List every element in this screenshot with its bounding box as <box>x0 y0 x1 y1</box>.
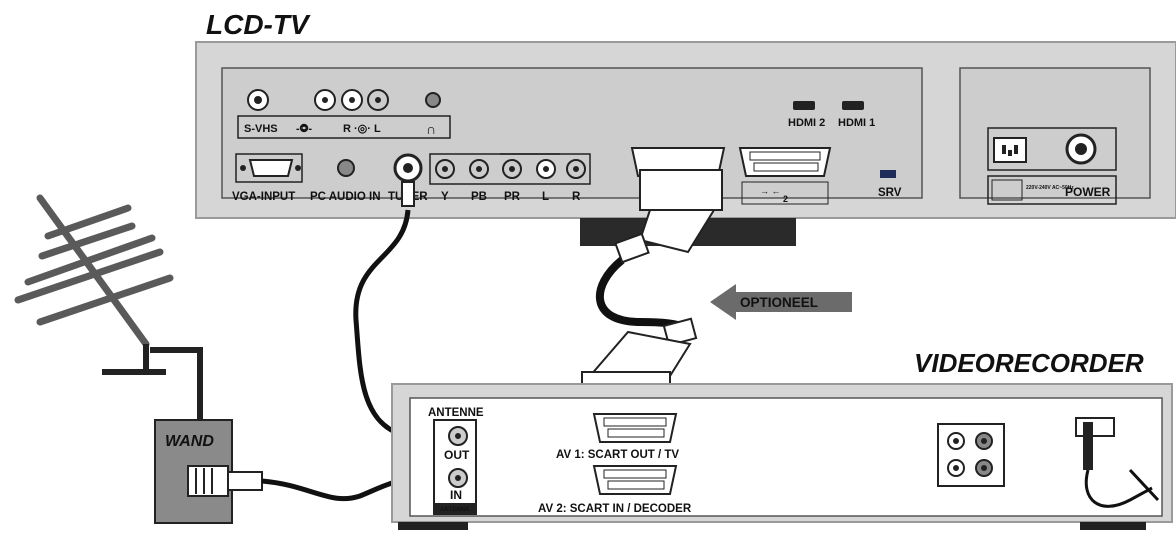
video-in-icon: -⭗- <box>296 123 312 135</box>
vcr-power-cord <box>1075 417 1160 508</box>
top-connector-frame <box>237 115 451 139</box>
power-socket-frame <box>987 127 1117 171</box>
vcr-foot-left <box>398 522 468 530</box>
power-label: POWER <box>1065 185 1111 199</box>
vga-label: VGA-INPUT <box>232 191 295 203</box>
r-label: R <box>572 191 581 203</box>
wall-label: WAND <box>165 433 214 450</box>
headphone-icon: ∩ <box>426 121 436 137</box>
y-label: Y <box>441 191 449 203</box>
svhs-label: S-VHS <box>244 123 278 135</box>
scart2-frame <box>741 181 829 205</box>
mains-plug-outline <box>991 179 1023 201</box>
srv-port <box>880 170 896 178</box>
component-rca-group <box>435 159 586 179</box>
antenna-mast <box>102 344 203 420</box>
tv-title: LCD-TV <box>206 9 311 40</box>
cable-vcr-out-to-tuner <box>353 209 411 437</box>
hdmi2-label: HDMI 2 <box>788 117 825 129</box>
pb-label: PB <box>471 191 487 203</box>
antenna-icon <box>14 194 174 348</box>
vcr-rear-panel <box>391 383 1173 523</box>
vcr-antenna-out-port <box>448 426 468 446</box>
vcr-audio-out-ports <box>937 423 1005 487</box>
pr-label: PR <box>504 191 521 203</box>
scart2-io-icons: → ← <box>760 186 781 196</box>
vcr-av2-label: AV 2: SCART IN / DECODER <box>538 503 692 515</box>
rl-label: R ·◎· L <box>343 123 381 135</box>
vcr-antenna-sub-label: ANTENNA <box>440 507 470 513</box>
power-switch <box>1065 133 1097 165</box>
tuner-plug <box>401 181 415 207</box>
vcr-av1-scart <box>592 413 678 443</box>
tv-scart-2-port <box>738 147 832 177</box>
wall-outlet-connector <box>187 465 263 497</box>
mains-spec-label: 220V-240V AC~50Hz <box>1026 185 1074 191</box>
headphone-jack <box>425 92 441 108</box>
vcr-antenna-block <box>433 419 477 515</box>
pc-audio-jack <box>337 159 355 177</box>
power-label-frame <box>987 175 1117 205</box>
vga-frame <box>235 153 303 183</box>
optional-label: OPTIONEEL <box>740 295 818 310</box>
svhs-connector <box>247 89 269 111</box>
hdmi1-label: HDMI 1 <box>838 117 875 129</box>
tuner-port <box>393 153 423 183</box>
pc-audio-label: PC AUDIO IN <box>310 191 381 203</box>
hdmi2-port: HDMI 2 <box>788 101 825 129</box>
vcr-in-label: IN <box>450 488 462 502</box>
l-label: L <box>542 191 549 203</box>
vcr-antenna-sub-bar <box>434 503 476 513</box>
vga-port <box>240 159 301 177</box>
optional-arrow: OPTIONEEL <box>710 284 852 320</box>
scart-plug-top <box>614 169 723 264</box>
vcr-antenna-label: ANTENNE <box>428 407 484 419</box>
vcr-foot-right <box>1080 522 1146 530</box>
vcr-av2-scart <box>592 465 678 495</box>
scart2-label: 2 <box>783 194 788 204</box>
hdmi1-port: HDMI 1 <box>838 101 875 129</box>
mains-socket <box>993 137 1027 163</box>
audio-video-rca-group <box>314 89 389 111</box>
vcr-antenna-in-port <box>448 468 468 488</box>
vcr-av1-label: AV 1: SCART OUT / TV <box>556 449 679 461</box>
srv-label: SRV <box>878 187 902 199</box>
vcr-title: VIDEORECORDER <box>914 348 1144 378</box>
vcr-out-label: OUT <box>444 448 470 462</box>
